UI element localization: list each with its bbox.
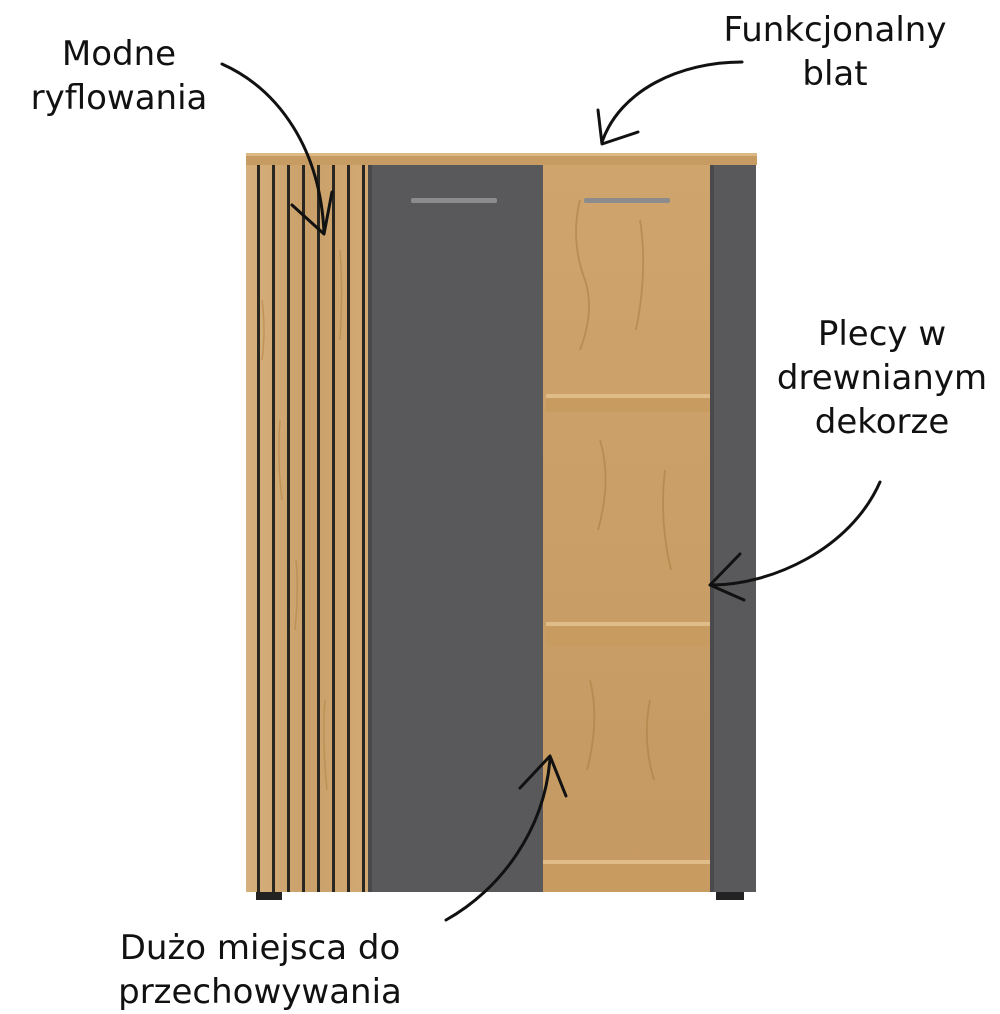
label-storage: Dużo miejsca do przechowywania	[70, 926, 450, 1014]
arrow-back	[710, 480, 882, 587]
label-fluting: Modne ryflowania	[14, 32, 224, 120]
arrow-top	[600, 60, 744, 144]
cabinet-side-panel	[710, 165, 756, 892]
open-shelf-unit	[543, 165, 710, 892]
slat-groove	[317, 165, 320, 892]
back-panel	[543, 165, 710, 892]
slat-groove	[302, 165, 305, 892]
label-storage-line-1: Dużo miejsca do	[119, 928, 401, 968]
slat-groove	[272, 165, 275, 892]
door-handle	[411, 198, 497, 203]
callout-arrows	[220, 60, 882, 922]
arrow-storage	[444, 756, 552, 922]
label-top: Funkcjonalny blat	[700, 8, 970, 96]
label-fluting-line-2: ryflowania	[30, 78, 208, 118]
fluted-panel	[246, 165, 368, 892]
slat-groove	[362, 165, 365, 892]
label-storage-line-2: przechowywania	[118, 972, 402, 1012]
label-back-line-3: dekorze	[814, 402, 950, 442]
cabinet-door	[368, 165, 543, 892]
slat-groove	[257, 165, 260, 892]
slat-groove	[347, 165, 350, 892]
shelf-handle	[584, 198, 670, 203]
bottom-shelf	[543, 860, 710, 892]
shelf	[546, 394, 710, 412]
label-fluting-line-1: Modne	[61, 34, 177, 74]
label-back-line-1: Plecy w	[817, 314, 947, 354]
label-top-line-2: blat	[802, 54, 868, 94]
label-back-line-2: drewnianym	[776, 358, 988, 398]
label-back: Plecy w drewnianym dekorze	[764, 312, 1000, 444]
slat-groove	[287, 165, 290, 892]
label-top-line-1: Funkcjonalny	[723, 10, 947, 50]
arrow-fluting	[220, 62, 326, 234]
slat-groove	[332, 165, 335, 892]
